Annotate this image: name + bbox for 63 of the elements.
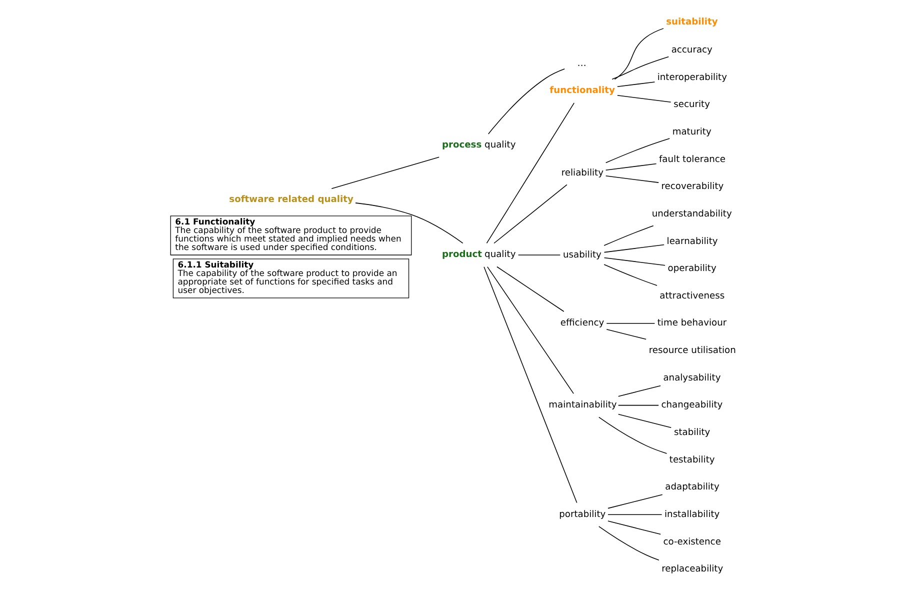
connector (605, 176, 659, 183)
node-text: maintainability (548, 400, 617, 411)
node-box: 6.1 Functionality The capability of the software product to provide functions which meet stated and implied needs when the software is used under specified conditions. (170, 216, 412, 256)
connector (518, 254, 561, 256)
node-text: co-existence (663, 537, 721, 548)
connector (604, 264, 658, 286)
node-text: … (577, 59, 586, 70)
connector (484, 266, 578, 504)
connector (608, 520, 661, 535)
node-text: interoperability (657, 72, 728, 83)
connector (604, 257, 666, 266)
connector (598, 416, 668, 454)
node-text: adaptability (665, 482, 720, 493)
node-text: stability (674, 428, 710, 438)
node-text: portability (559, 510, 606, 520)
node-text: accuracy (671, 45, 712, 56)
connector (604, 244, 664, 253)
node-box: 6.1.1 Suitability The capability of the software product to provide an appropriate set of functions for specified tasks and user objectives. (172, 258, 410, 298)
connector (617, 82, 656, 88)
connector (617, 94, 672, 102)
connector (618, 385, 661, 397)
node-text: changeability (661, 400, 723, 411)
connector (618, 404, 659, 406)
connector (331, 156, 440, 189)
node-text: efficiency (560, 318, 604, 329)
node-text: software related quality (229, 195, 354, 206)
connector (496, 266, 564, 312)
connector (605, 163, 657, 170)
node-text: fault tolerance (658, 154, 726, 165)
node-text: security (674, 100, 710, 110)
connector (488, 68, 565, 134)
node-text: installability (664, 510, 720, 520)
connector (487, 266, 574, 394)
node-text: replaceability (662, 564, 724, 575)
connector (355, 202, 464, 244)
connector (494, 184, 568, 244)
node-text: resource utilisation (648, 346, 736, 356)
node-text: time behaviour (657, 318, 727, 329)
connector (598, 526, 660, 561)
node-text: suitability (666, 17, 718, 28)
node-text: product quality (442, 250, 516, 260)
node-text: recoverability (661, 182, 724, 192)
node-text: learnability (666, 236, 718, 247)
connector (608, 494, 663, 509)
connector (606, 322, 656, 324)
node-text: reliability (561, 168, 604, 178)
node-text: process quality (442, 140, 516, 150)
connector (614, 28, 664, 80)
node-text: understandability (652, 209, 732, 220)
node-text: testability (669, 455, 715, 466)
node-text: usability (563, 250, 602, 260)
node-text: analysability (663, 373, 721, 384)
node-text: attractiveness (660, 291, 725, 302)
connector (608, 514, 662, 516)
connector (604, 225, 654, 246)
connector (618, 414, 672, 428)
connector (486, 102, 575, 244)
node-text: functionality (550, 86, 615, 96)
connector (606, 328, 646, 340)
connector (605, 138, 670, 164)
node-text: operability (668, 264, 716, 274)
connector (612, 56, 670, 80)
node-text: maturity (672, 127, 712, 138)
